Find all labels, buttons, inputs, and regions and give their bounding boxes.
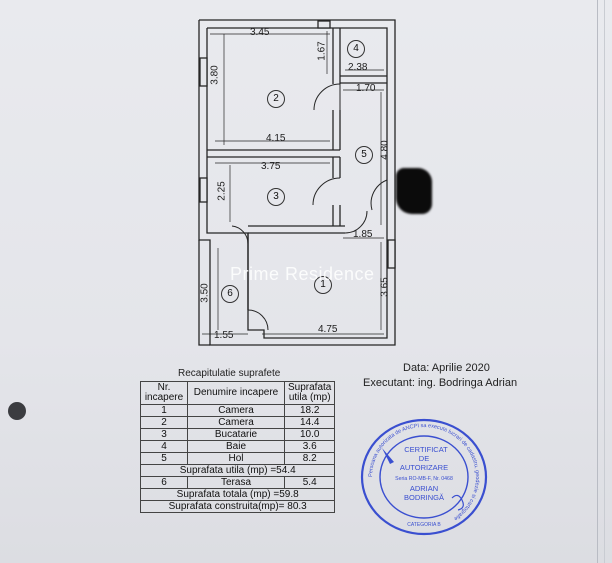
watermark: Prime Residence (230, 264, 375, 284)
dimension-label: 4.15 (266, 133, 286, 144)
table-cell: Hol (187, 452, 285, 465)
table-cell: Bucatarie (187, 428, 285, 441)
table-cell: Baie (187, 440, 285, 453)
dimension-label: 2.25 (216, 181, 228, 201)
dimension-label: 1.67 (316, 41, 328, 61)
header-cell: Nr. incapere (140, 381, 188, 405)
table-row: 1 Camera 18.2 (140, 404, 336, 417)
table-summary-row: Suprafata totala (mp) =59.8 (139, 488, 336, 501)
dimension-label: 2.38 (348, 62, 368, 73)
table-cell: 6 (140, 476, 188, 489)
table-cell: Camera (187, 404, 285, 417)
page-edge-line (604, 0, 605, 563)
table-summary-row: Suprafata utila (mp) =54.4 (139, 464, 336, 477)
surfaces-table: Nr. incapere Denumire incapere Suprafata… (139, 381, 336, 513)
dimension-label: 3.75 (261, 161, 281, 172)
table-row: 2 Camera 14.4 (140, 416, 336, 429)
table-cell: 8.2 (283, 452, 336, 465)
table-cell: 14.4 (283, 416, 336, 429)
table-cell: 4 (140, 440, 188, 453)
table-header-row: Nr. incapere Denumire incapere Suprafata… (140, 381, 336, 405)
total-cell: Suprafata totala (mp) =59.8 (139, 488, 336, 501)
room-number-4: 4 (347, 40, 365, 58)
table-cell: 3 (140, 428, 188, 441)
stamp-name: BODRINGĂ (404, 493, 444, 502)
useful-total-cell: Suprafata utila (mp) =54.4 (139, 464, 336, 477)
table-row: 6 Terasa 5.4 (140, 476, 336, 489)
dimension-label: 4.75 (318, 324, 338, 335)
dimension-label: 1.70 (356, 83, 376, 94)
table-cell: 10.0 (283, 428, 336, 441)
dimension-label: 1.85 (353, 229, 373, 240)
dimension-label: 3.45 (250, 27, 270, 38)
table-cell: Terasa (187, 476, 285, 489)
table-cell: Camera (187, 416, 285, 429)
stamp-text-line: DE (419, 454, 429, 463)
built-cell: Suprafata construita(mp)= 80.3 (139, 500, 336, 513)
dimension-label: 3.50 (199, 283, 211, 303)
punch-hole (8, 402, 26, 420)
table-cell: 5.4 (283, 476, 336, 489)
signature-icon (451, 494, 464, 511)
table-cell: 5 (140, 452, 188, 465)
date-label: Data: Aprilie 2020 (403, 362, 490, 374)
table-cell: 18.2 (283, 404, 336, 417)
page-edge-line (597, 0, 598, 563)
table-row: 3 Bucatarie 10.0 (140, 428, 336, 441)
header-cell: Suprafata utila (mp) (283, 381, 336, 405)
room-number-2: 2 (267, 90, 285, 108)
stamp-category: CATEGORIA B (407, 522, 441, 528)
header-cell: Denumire incapere (187, 381, 285, 405)
table-row: 5 Hol 8.2 (140, 452, 336, 465)
table-cell: 2 (140, 416, 188, 429)
table-row: 4 Baie 3.6 (140, 440, 336, 453)
room-number-6: 6 (221, 285, 239, 303)
stamp-text-line: AUTORIZARE (400, 463, 448, 472)
stamp-emblem-icon (382, 448, 394, 464)
dimension-label: 1.55 (214, 330, 234, 341)
dimension-label: 3.80 (209, 65, 221, 85)
table-summary-row: Suprafata construita(mp)= 80.3 (139, 500, 336, 513)
stamp-series: Seria RO-MB-F, Nr. 0468 (395, 476, 453, 482)
room-number-1: 1 (314, 276, 332, 294)
room-number-5: 5 (355, 146, 373, 164)
authorization-stamp: Persoana autorizata de ANCPI sa execute … (360, 418, 488, 536)
room-number-3: 3 (267, 188, 285, 206)
table-cell: 1 (140, 404, 188, 417)
stamp-text-line: CERTIFICAT (404, 445, 448, 454)
redaction-blot (396, 168, 432, 214)
dimension-label: 3.65 (379, 277, 391, 297)
recap-title: Recapitulatie suprafete (178, 368, 281, 379)
dimension-label: 4.80 (379, 140, 391, 160)
stamp-name: ADRIAN (410, 484, 438, 493)
executant-label: Executant: ing. Bodringa Adrian (363, 377, 518, 389)
table-cell: 3.6 (283, 440, 336, 453)
